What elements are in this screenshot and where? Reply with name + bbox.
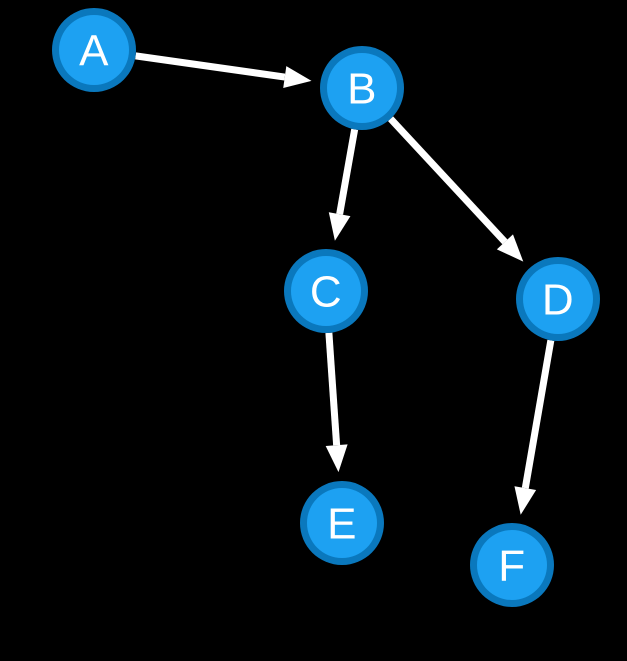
edge-line [388, 116, 508, 245]
node-C[interactable]: C [284, 249, 368, 333]
edge-line [135, 52, 286, 81]
edge-line [325, 332, 341, 446]
edge-line [336, 128, 359, 215]
edge-B-D [388, 116, 524, 262]
node-D[interactable]: D [516, 257, 600, 341]
edge-D-F [514, 339, 555, 515]
node-inner-circle [477, 530, 547, 600]
node-E[interactable]: E [300, 481, 384, 565]
arrowhead-icon [496, 234, 524, 262]
arrowhead-icon [283, 66, 312, 88]
arrowhead-icon [325, 444, 348, 473]
edge-B-C [328, 128, 359, 241]
edge-line [521, 339, 555, 489]
node-inner-circle [291, 256, 361, 326]
node-inner-circle [59, 15, 129, 85]
arrowhead-icon [328, 212, 351, 241]
node-A[interactable]: A [52, 8, 136, 92]
node-B[interactable]: B [320, 46, 404, 130]
node-F[interactable]: F [470, 523, 554, 607]
arrowhead-icon [514, 486, 537, 515]
node-inner-circle [327, 53, 397, 123]
edge-A-B [135, 52, 312, 88]
node-inner-circle [307, 488, 377, 558]
edge-C-E [325, 332, 348, 473]
node-inner-circle [523, 264, 593, 334]
